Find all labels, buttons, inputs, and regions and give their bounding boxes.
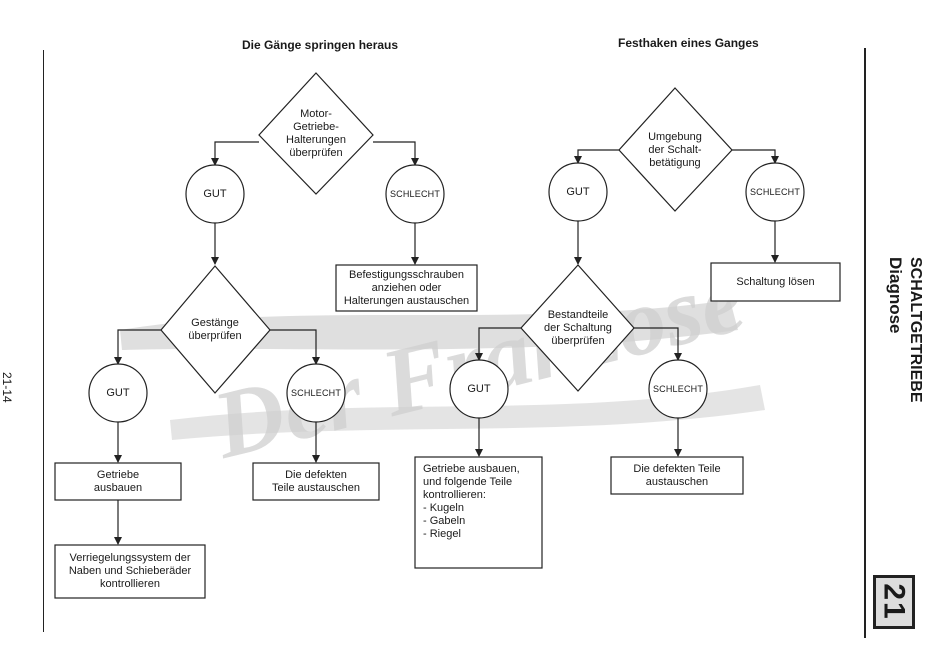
- circle-schlecht-r2-label: SCHLECHT: [652, 383, 704, 394]
- diamond-halterungen-label: Motor- Getriebe- Halterungen überprüfen: [286, 108, 346, 159]
- left-margin-rule: [43, 50, 44, 632]
- circle-gut-1-label: GUT: [203, 187, 227, 200]
- box-schaltung-loesen-label: Schaltung lösen: [736, 275, 815, 288]
- circle-gut-2-label: GUT: [106, 386, 130, 399]
- diamond-halterungen: [258, 72, 374, 195]
- box-getriebe-kontrolle-content: Getriebe ausbauen, und folgende Teile ko…: [415, 457, 542, 568]
- right-chart-heading: Festhaken eines Ganges: [618, 36, 759, 50]
- left-chart-heading: Die Gänge springen heraus: [242, 38, 399, 52]
- connector-rd2-gut: [475, 327, 521, 361]
- box-defekt-right-label: Die defekten Teile austauschen: [633, 462, 721, 488]
- connector-rd1-gut: [574, 149, 619, 164]
- connector-rd2-schlecht: [634, 327, 682, 361]
- box-getriebe-ausbauen-label: Getriebe ausbauen: [93, 468, 143, 494]
- box-defekt-left-label: Die defekten Teile austauschen: [271, 468, 361, 494]
- box-getriebe-ausbauen: [54, 462, 182, 501]
- diamond-gestaenge-label: Gestänge überprüfen: [188, 317, 242, 342]
- connector-d1-schlecht: [373, 141, 419, 166]
- connector-d2-schlecht: [270, 329, 320, 365]
- circle-gut-r2-label: GUT: [467, 382, 491, 395]
- right-margin-rule: [864, 48, 866, 638]
- connector-rd1-schlecht: [732, 149, 779, 164]
- diamond-gestaenge: [160, 265, 271, 394]
- circle-schlecht-r1-label: SCHLECHT: [749, 186, 801, 197]
- diamond-umgebung: [618, 87, 733, 212]
- diamond-bestandteile-label: Bestandteile der Schaltung überprüfen: [544, 308, 612, 347]
- list-item: - Riegel: [423, 528, 461, 540]
- list-item: - Gabeln: [423, 515, 466, 527]
- list-item: - Kugeln: [423, 502, 464, 514]
- circle-schlecht-2-label: SCHLECHT: [290, 387, 342, 398]
- box-schaltung-loesen: [710, 262, 841, 302]
- box-verriegelung: [54, 544, 206, 599]
- box-getriebe-kontrolle-intro: Getriebe ausbauen, und folgende Teile ko…: [423, 463, 520, 501]
- box-defekt-right: [610, 456, 744, 495]
- connector-d2-gut: [114, 329, 161, 365]
- connector-d1-gut: [211, 141, 259, 166]
- box-defekt-left: [252, 462, 380, 501]
- chapter-badge: 21: [873, 575, 915, 629]
- box-befestigung-label: Befestigungsschrauben anziehen oder Halt…: [343, 268, 470, 307]
- diamond-bestandteile: [520, 264, 635, 392]
- box-befestigung: [335, 264, 478, 312]
- diamond-umgebung-label: Umgebung der Schalt- betätigung: [648, 130, 702, 169]
- box-verriegelung-label: Verriegelungssystem der Naben und Schieb…: [68, 552, 192, 590]
- box-getriebe-kontrolle: [414, 456, 543, 569]
- circle-gut-r1-label: GUT: [566, 185, 590, 198]
- circle-schlecht-1-label: SCHLECHT: [389, 188, 441, 199]
